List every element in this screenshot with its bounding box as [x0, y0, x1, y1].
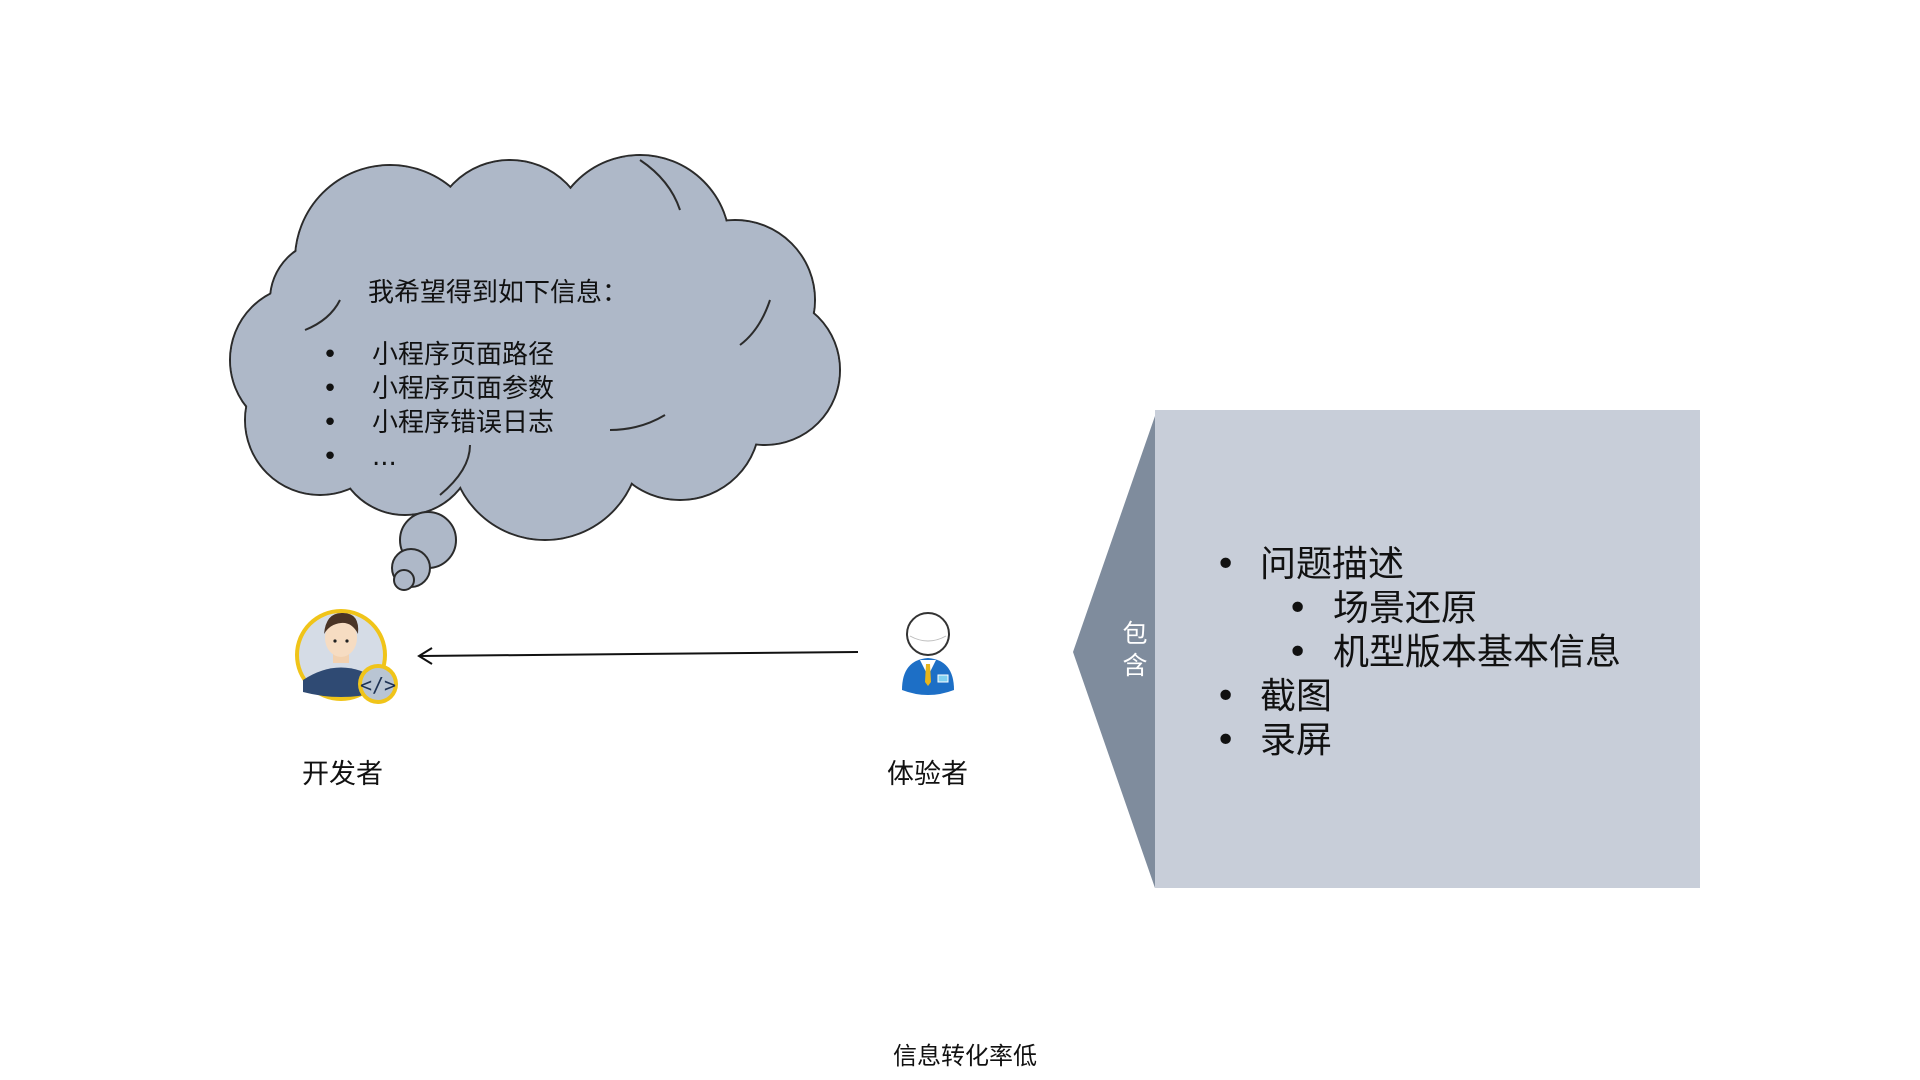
info-list-item: •截图: [1215, 676, 1333, 717]
tester-label: 体验者: [887, 759, 968, 790]
thought-list-item: •...: [322, 442, 397, 472]
svg-text:</>: </>: [360, 673, 396, 697]
thought-list: •小程序页面路径 •小程序页面参数 •小程序错误日志 •...: [322, 338, 554, 474]
tester-avatar-icon: [902, 612, 954, 695]
info-panel-list: •问题描述 •场景还原 •机型版本基本信息 •截图 •录屏: [1215, 543, 1621, 763]
thought-cloud: [229, 154, 841, 591]
info-panel-tab-label: 包含: [1122, 619, 1148, 680]
developer-label: 开发者: [302, 759, 383, 790]
info-panel-tab: [1073, 416, 1155, 888]
diagram-caption: 信息转化率低: [893, 1042, 1037, 1070]
info-list-subitem: •机型版本基本信息: [1287, 632, 1622, 673]
thought-list-item: •小程序页面参数: [322, 374, 555, 404]
info-list-subitem: •场景还原: [1287, 588, 1478, 629]
thought-title: 我希望得到如下信息：: [368, 278, 629, 308]
info-list-item: •问题描述: [1215, 544, 1405, 585]
thought-list-item: •小程序错误日志: [322, 408, 555, 438]
feedback-arrow: [417, 647, 859, 665]
info-panel: [1073, 410, 1700, 888]
thought-list-item: •小程序页面路径: [322, 340, 555, 370]
info-list-item: •录屏: [1215, 720, 1333, 761]
developer-avatar-icon: </>: [295, 609, 398, 704]
